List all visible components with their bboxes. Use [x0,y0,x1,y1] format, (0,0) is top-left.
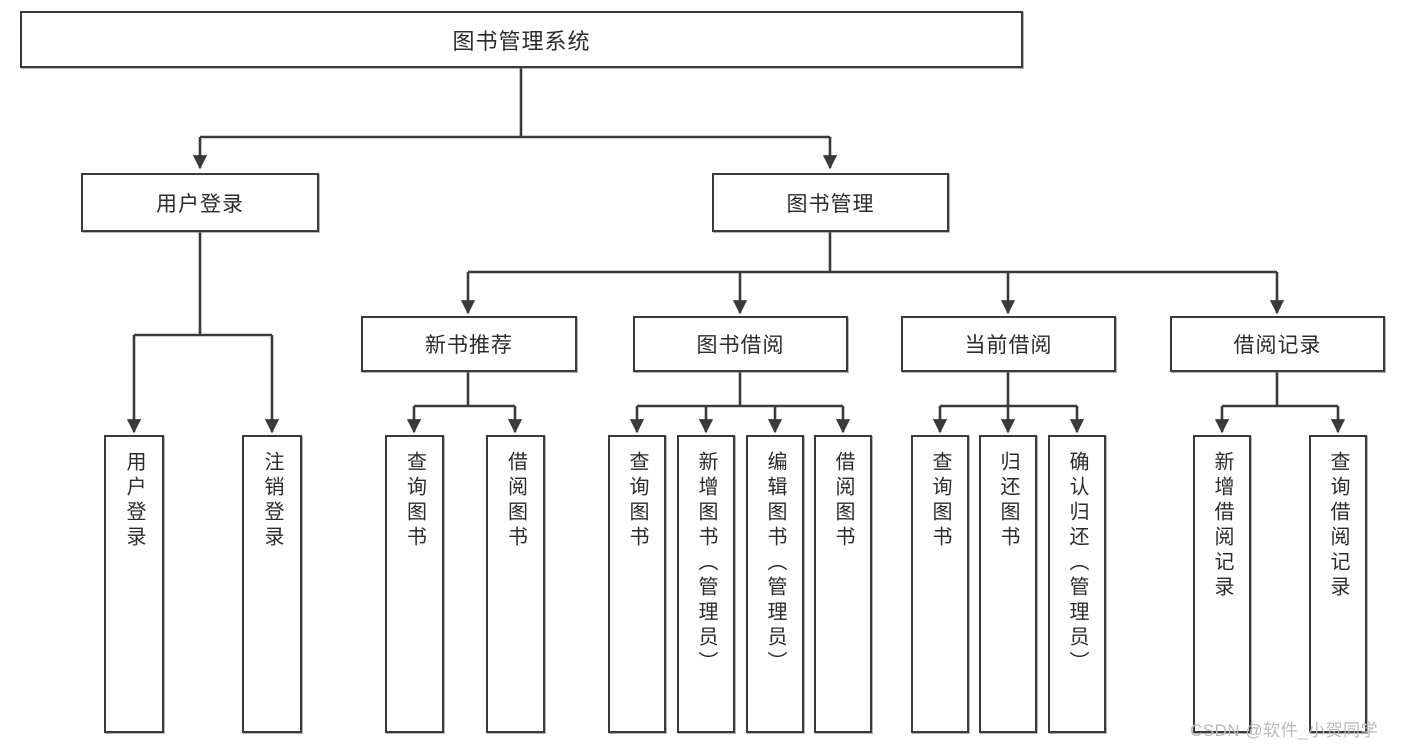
node-label: 编辑图书（管理员） [764,451,786,676]
node-label: 用户登录 [123,451,145,551]
node-label: 新增图书（管理员） [695,451,717,676]
node-new-book-recommend[interactable]: 新书推荐 [361,316,577,372]
node-label: 借阅图书 [832,451,854,551]
node-label: 图书借阅 [696,334,785,357]
node-leaf-query-book-borrow[interactable]: 查询图书 [608,435,666,733]
node-book-manage[interactable]: 图书管理 [712,173,949,232]
node-label: 查询借阅记录 [1327,451,1349,601]
node-leaf-confirm-return[interactable]: 确认归还（管理员） [1048,435,1106,733]
node-leaf-borrow-book[interactable]: 借阅图书 [814,435,872,733]
node-label: 归还图书 [997,451,1019,551]
node-book-borrow[interactable]: 图书借阅 [633,316,848,372]
node-label: 借阅图书 [504,451,527,551]
node-label: 查询图书 [626,451,648,551]
node-label: 新书推荐 [425,334,513,357]
node-root-book-management-system[interactable]: 图书管理系统 [20,11,1023,68]
node-label: 用户登录 [156,192,244,216]
node-label: 查询图书 [403,451,426,551]
watermark: CSDN @软件_小贺同学 [1190,721,1379,740]
node-leaf-user-logout[interactable]: 注销登录 [242,435,302,733]
node-label: 注销登录 [261,451,283,551]
node-leaf-borrow-book-recommend[interactable]: 借阅图书 [486,435,545,733]
node-leaf-user-login[interactable]: 用户登录 [104,435,164,733]
node-leaf-query-book-current[interactable]: 查询图书 [911,435,969,733]
node-leaf-add-borrow-record[interactable]: 新增借阅记录 [1193,435,1251,733]
node-borrow-record[interactable]: 借阅记录 [1170,316,1385,372]
node-current-borrow[interactable]: 当前借阅 [901,316,1116,372]
node-leaf-query-borrow-record[interactable]: 查询借阅记录 [1309,435,1367,733]
node-leaf-edit-book[interactable]: 编辑图书（管理员） [746,435,804,733]
node-label: 图书管理系统 [452,28,591,54]
node-label: 图书管理 [786,192,875,216]
node-label: 新增借阅记录 [1211,451,1233,601]
node-leaf-query-book-recommend[interactable]: 查询图书 [385,435,444,733]
node-user-login[interactable]: 用户登录 [81,173,319,232]
node-leaf-return-book[interactable]: 归还图书 [979,435,1037,733]
node-label: 查询图书 [929,451,951,551]
node-leaf-add-book[interactable]: 新增图书（管理员） [677,435,735,733]
node-label: 确认归还（管理员） [1066,451,1088,676]
node-label: 借阅记录 [1233,334,1322,357]
node-label: 当前借阅 [964,334,1053,357]
